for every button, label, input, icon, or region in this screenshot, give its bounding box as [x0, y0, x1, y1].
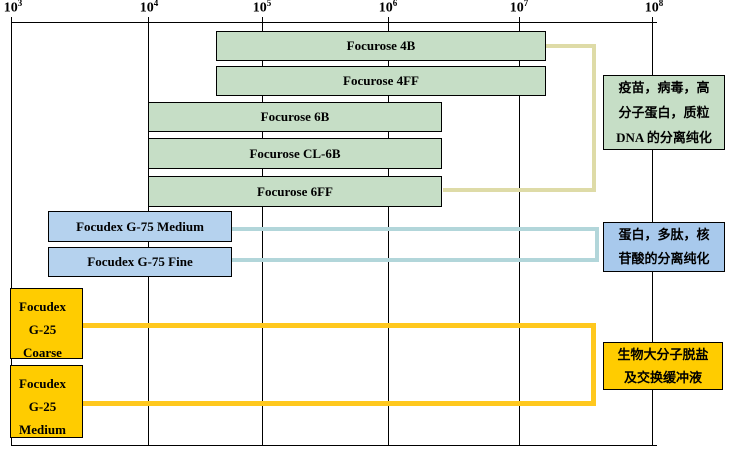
axis-tick-label-1e8: 108 [644, 0, 664, 16]
connector-cyan-vertical [595, 227, 599, 262]
bar-focurose-4b: Focurose 4B [216, 31, 546, 61]
bar-focurose-6ff: Focurose 6FF [148, 176, 442, 207]
axis-tick-label-1e4: 104 [139, 0, 159, 16]
axis-line-bottom [11, 445, 657, 446]
connector-gold-top [83, 323, 596, 328]
connector-cyan-top [232, 227, 599, 231]
bar-focurose-6b: Focurose 6B [148, 102, 442, 132]
bar-label: Focurose 6FF [257, 183, 333, 199]
connector-gold-bottom [83, 401, 596, 406]
annotation-vaccine-virus-dna: 疫苗，病毒，高 分子蛋白，质粒 DNA 的分离纯化 [603, 75, 725, 150]
axis-tick-label-1e7: 107 [509, 0, 529, 16]
bar-label: Focurose 6B [260, 109, 330, 124]
bar-label: Focurose 4B [346, 38, 416, 53]
axis-tick-label-1e5: 105 [252, 0, 272, 16]
bar-label: Focurose CL-6B [249, 145, 341, 161]
gridline-1e3 [11, 17, 12, 445]
bar-focudex-g75-fine: Focudex G-75 Fine [48, 247, 232, 277]
axis-line-top [11, 22, 657, 23]
connector-beige-top [546, 44, 596, 48]
axis-tick-label-1e6: 106 [378, 0, 398, 16]
bar-label: Focudex G-75 Fine [87, 254, 193, 269]
connector-gold-vertical [591, 323, 596, 406]
bar-focurose-4ff: Focurose 4FF [216, 66, 546, 96]
gridline-1e5 [262, 17, 263, 445]
connector-beige-vertical [592, 44, 596, 192]
connector-beige-bottom [443, 188, 596, 192]
bar-focudex-g25-medium: Focudex G-25 Medium [10, 365, 83, 438]
gridline-1e7 [519, 17, 520, 445]
bar-focudex-g25-coarse: Focudex G-25 Coarse [10, 288, 83, 360]
gridline-1e6 [388, 17, 389, 445]
annotation-desalting-buffer: 生物大分子脱盐 及交换缓冲液 [603, 342, 723, 390]
connector-cyan-bottom [232, 258, 599, 262]
bar-focudex-g75-medium: Focudex G-75 Medium [48, 211, 232, 242]
bar-label: Focudex G-75 Medium [76, 218, 204, 234]
axis-tick-label-1e3: 103 [3, 0, 23, 16]
annotation-protein-peptide: 蛋白，多肽，核 苷酸的分离纯化 [603, 222, 725, 272]
bar-focurose-cl6b: Focurose CL-6B [148, 138, 442, 169]
bar-label: Focurose 4FF [343, 73, 419, 88]
